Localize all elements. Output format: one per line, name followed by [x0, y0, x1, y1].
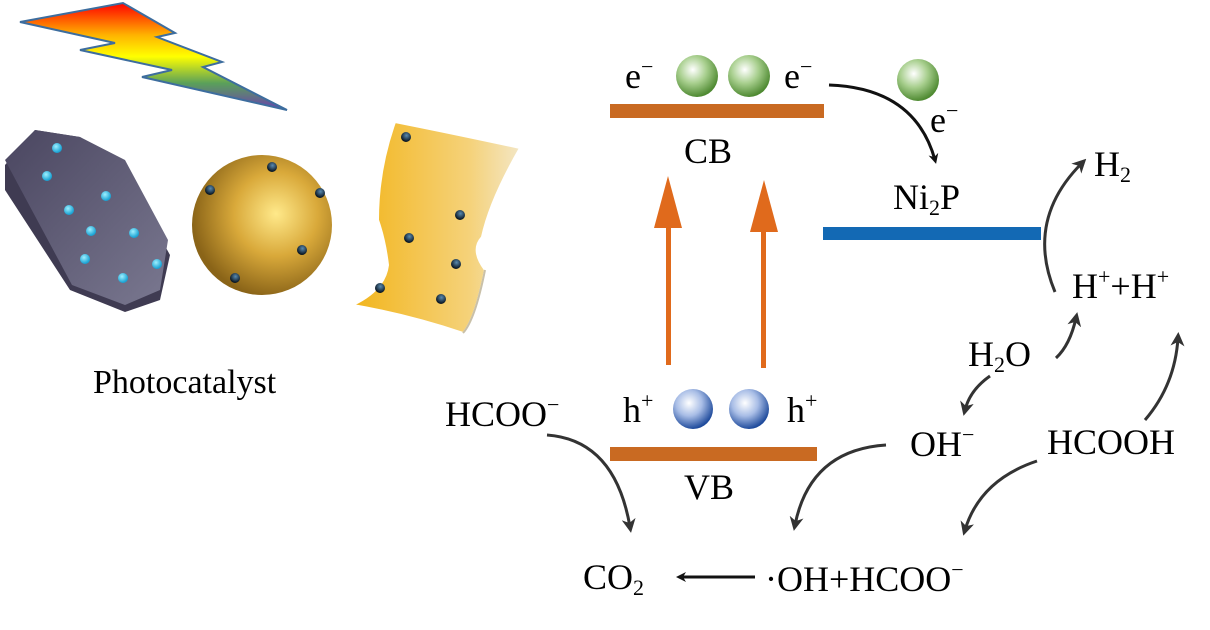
oh-minus-label: OH−	[910, 422, 975, 464]
ni2p-level	[823, 227, 1041, 240]
arrow-oh-to-radical	[789, 443, 887, 531]
excitation-arrow-left	[654, 176, 682, 365]
cb-label: CB	[684, 131, 733, 171]
photocatalyst-caption: Photocatalyst	[93, 364, 277, 401]
yellow-sheet-particle	[349, 120, 522, 335]
ni2p-label: Ni2P	[893, 177, 961, 220]
oh-radical-hcoo-label: ·OH+HCOO−	[765, 557, 964, 599]
electron-transfer-arrow	[828, 83, 939, 164]
h2o-label: H2O	[968, 334, 1031, 377]
co2-label: CO2	[583, 557, 645, 600]
hole-sphere	[729, 389, 769, 429]
electron-label: e−	[625, 54, 654, 96]
gold-sphere-particle	[192, 155, 332, 295]
electron-sphere	[676, 55, 718, 97]
lightning-bolt-icon	[19, 1, 288, 111]
hole-label: h+	[623, 388, 654, 430]
gray-rod-particle	[5, 130, 170, 312]
arrow-h2o-to-hplus	[1054, 312, 1082, 360]
electron-sphere	[728, 55, 770, 97]
electron-label: e−	[784, 54, 813, 96]
electron-sphere	[897, 59, 939, 101]
hole-sphere	[673, 389, 713, 429]
valence-band	[610, 447, 817, 461]
conduction-band	[610, 104, 824, 118]
arrow-h2o-to-oh	[960, 374, 991, 416]
arrow-hcoo-to-co2	[546, 433, 636, 533]
hplus-hplus-label: H++H+	[1072, 264, 1170, 306]
vb-label: VB	[684, 467, 735, 507]
hole-label: h+	[787, 388, 818, 430]
hcoo-minus-label: HCOO−	[445, 392, 560, 434]
arrow-hcooh-to-hplus	[1143, 332, 1185, 421]
arrow-h-to-h2	[1043, 158, 1087, 293]
arrow-hcooh-to-hcoo	[960, 459, 1038, 536]
electron-label: e−	[930, 98, 959, 140]
excitation-arrow-right	[750, 180, 778, 368]
h2-label: H2	[1094, 144, 1131, 187]
hcooh-label: HCOOH	[1047, 422, 1176, 462]
